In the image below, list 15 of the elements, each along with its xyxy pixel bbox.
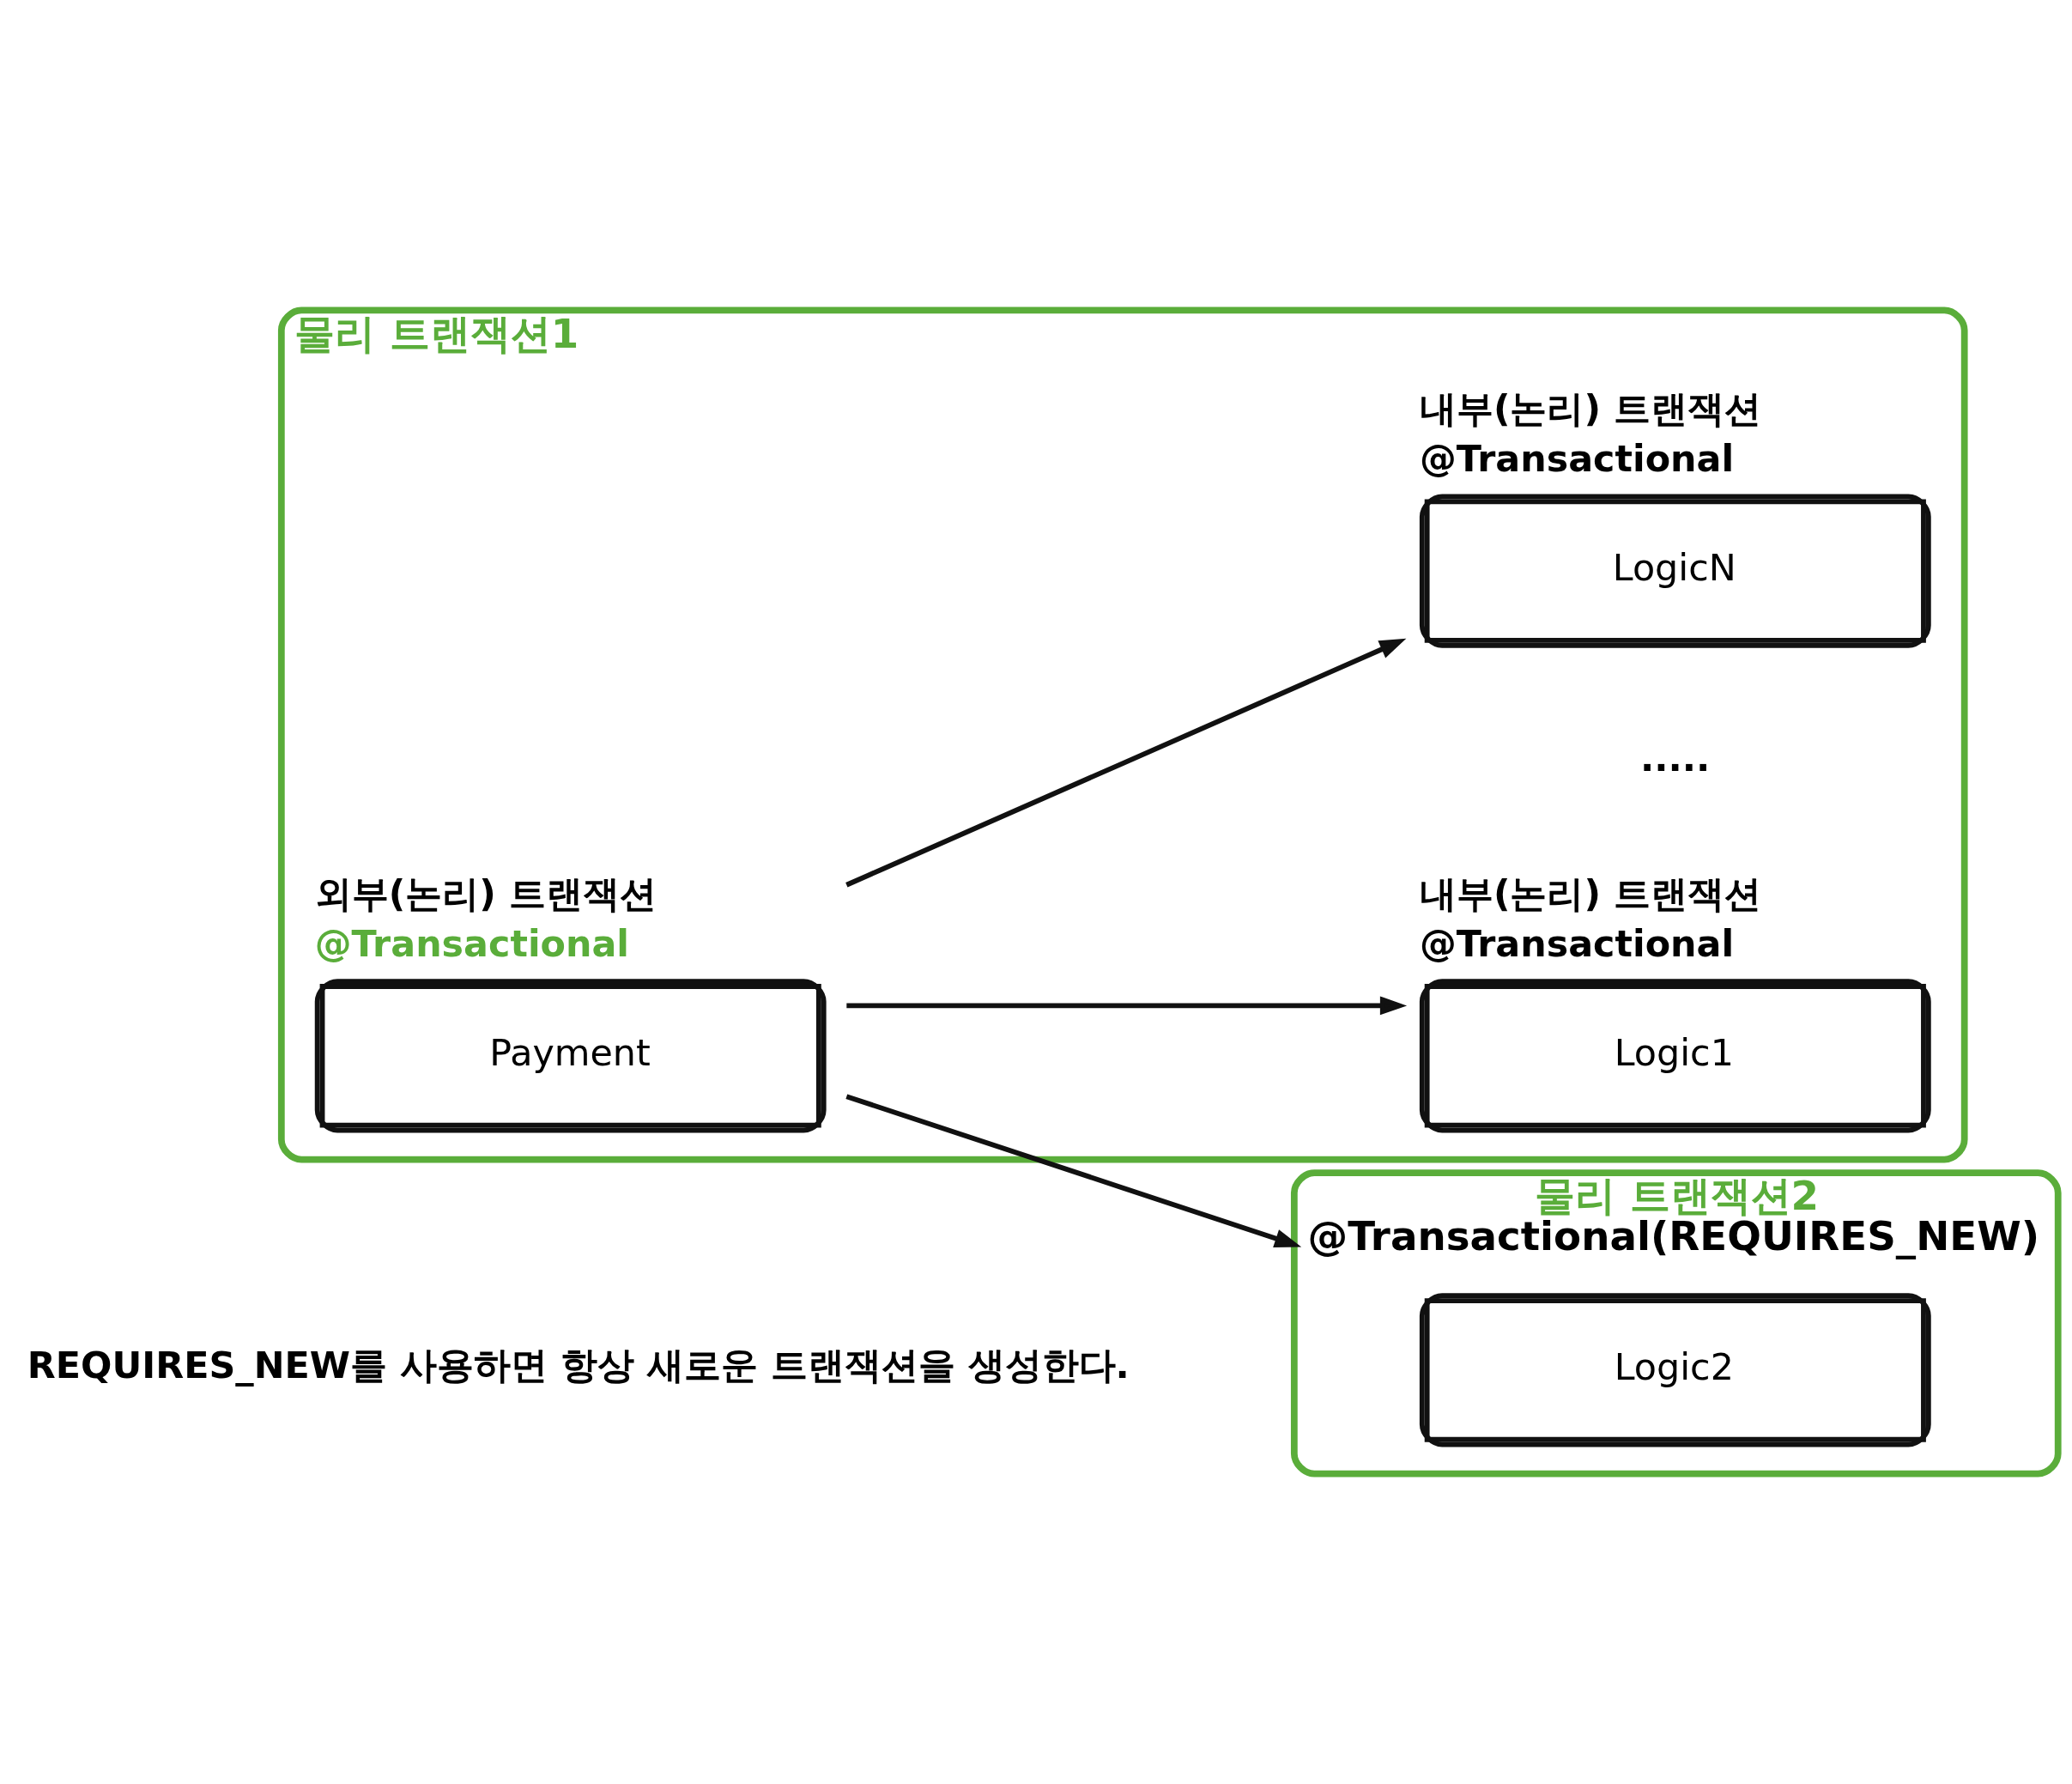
node-label: @Transactional	[1419, 922, 1735, 966]
label: REQUIRES_NEW를 사용하면 항상 새로운 트랜잭션을 생성한다.	[27, 1343, 1130, 1387]
node-box: Logic2	[1419, 1293, 1931, 1447]
arrow	[846, 996, 1408, 1016]
node-label: 내부(논리) 트랜잭션	[1419, 871, 1761, 915]
arrow	[845, 638, 1407, 888]
node-label: 외부(논리) 트랜잭션	[314, 871, 657, 915]
node-box: LogicN	[1419, 494, 1931, 648]
label: .....	[1639, 737, 1711, 780]
node-box: Payment	[314, 979, 827, 1133]
node-label: @Transactional	[1419, 437, 1735, 481]
node-box: Logic1	[1419, 979, 1931, 1133]
node-label: @Transactional	[314, 922, 630, 966]
node-label: 내부(논리) 트랜잭션	[1419, 387, 1761, 431]
arrow	[845, 1094, 1302, 1248]
